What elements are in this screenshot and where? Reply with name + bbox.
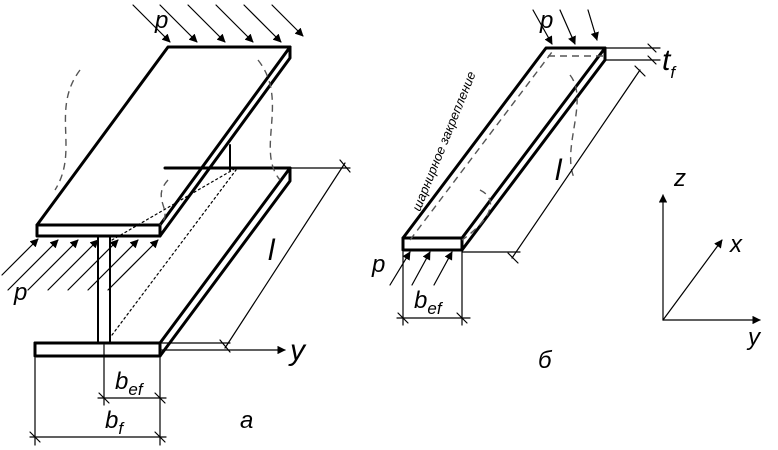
figure-a: p p l y bef bf а (1, 4, 351, 446)
bottom-flange (33, 166, 292, 358)
dimension-bef-b (396, 251, 471, 326)
label-z: z (673, 165, 686, 192)
label-l-b: l (555, 154, 563, 187)
label-bef-b: bef (414, 287, 444, 318)
web (97, 144, 237, 344)
bottom-load-arrows (1, 238, 159, 291)
top-flange (35, 45, 292, 238)
top-load-arrows (132, 4, 304, 43)
label-p-bottom-a: p (13, 279, 27, 306)
label-bf-a: bf (105, 407, 125, 438)
label-y-axes: y (746, 324, 762, 351)
label-bef-a: bef (115, 368, 145, 399)
label-p-bottom-b: p (371, 251, 385, 278)
caption-a: а (240, 407, 253, 434)
caption-b: б (538, 347, 553, 374)
dimension-tf-b (604, 43, 661, 65)
load-arrows-b (389, 9, 599, 286)
label-l-a: l (268, 234, 276, 267)
hinge-note: шарнирное закрепление (409, 69, 479, 213)
label-x: x (729, 231, 743, 258)
label-y-a: y (288, 334, 307, 367)
figure-b: p p l tf bef шарнирное закрепление б (371, 7, 677, 374)
label-p-top-b: p (539, 7, 553, 34)
label-p-top-a: p (154, 7, 168, 34)
coordinate-axes: z x y (658, 165, 762, 351)
dimension-bf-a (29, 357, 167, 446)
dimension-bef-a (97, 344, 167, 446)
dimension-l-a (159, 159, 351, 353)
label-tf-b: tf (662, 44, 677, 82)
dimension-l-b (461, 65, 646, 264)
